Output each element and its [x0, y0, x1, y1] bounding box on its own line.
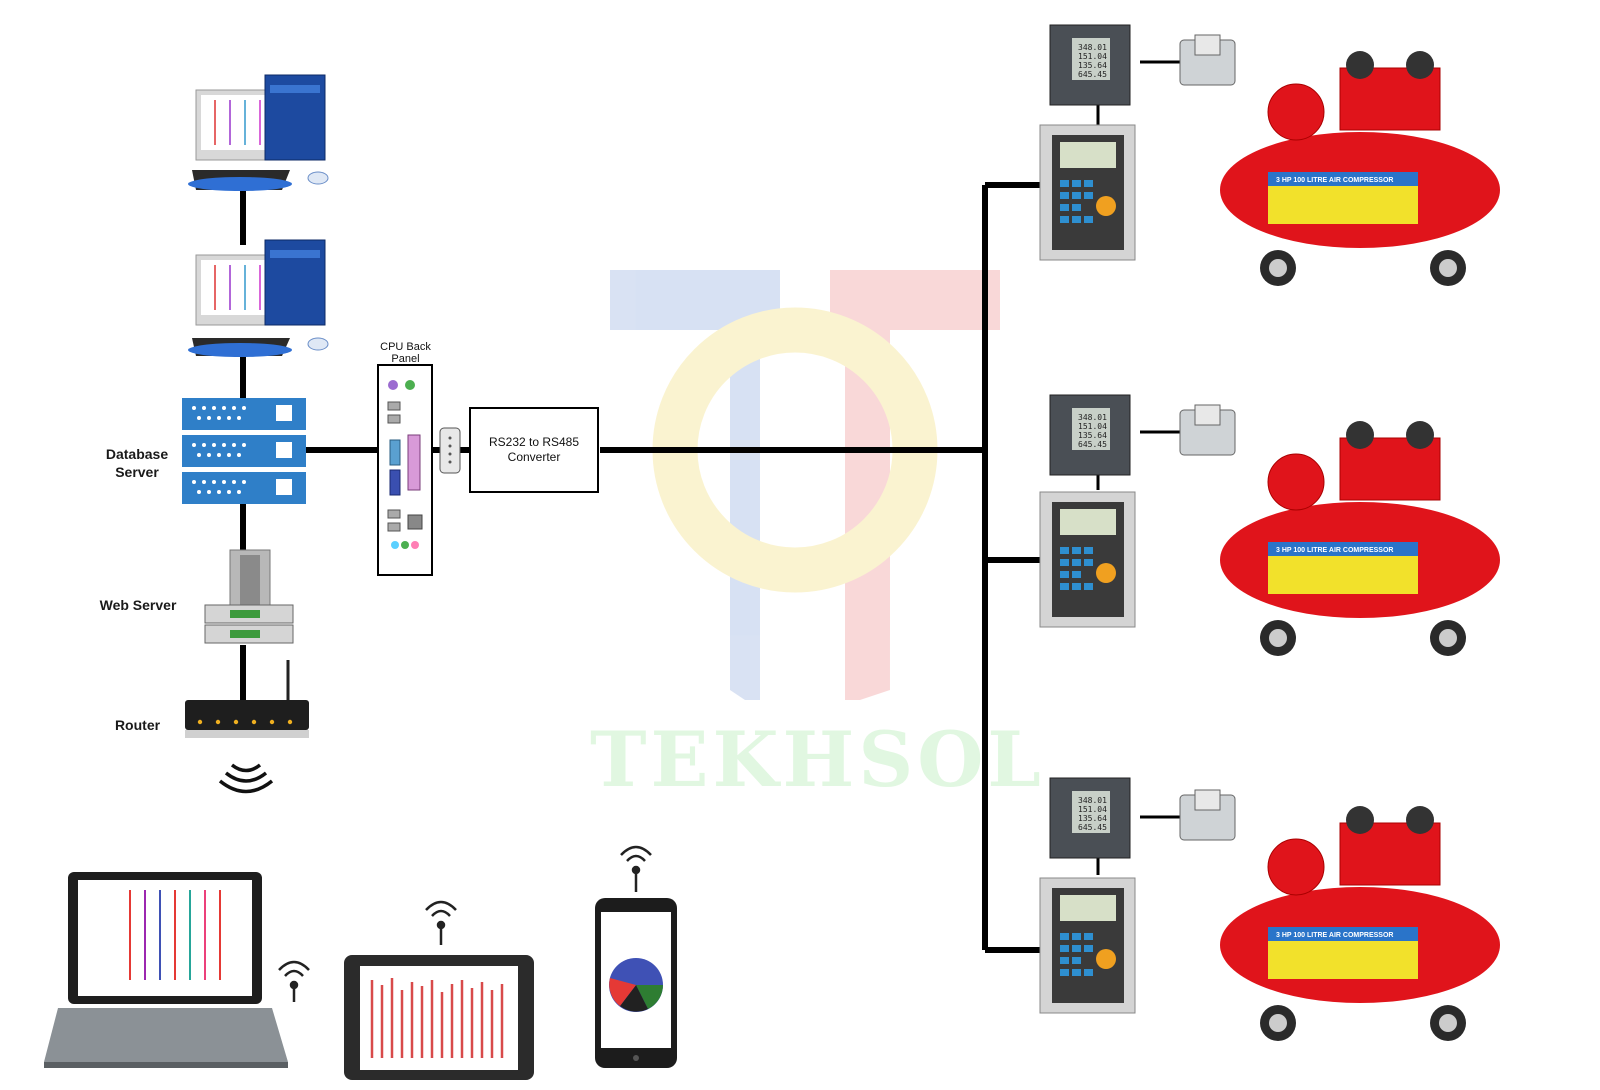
database-server-label: Database Server: [105, 446, 169, 480]
web-server-label: Web Server: [99, 597, 177, 613]
watermark-logo: [610, 270, 1000, 700]
meter-reading: 645.45: [1078, 440, 1107, 449]
meter-reading: 348.01: [1078, 796, 1107, 805]
meter-reading: 135.64: [1078, 814, 1107, 823]
compressor-label: 3 HP 100 LITRE AIR COMPRESSOR: [1276, 932, 1393, 939]
station-3: 348.01 151.04 135.64 645.45 3 HP 100 LIT…: [1039, 777, 1500, 1041]
cpu-back-panel-icon: [377, 364, 433, 576]
compressor-label: 3 HP 100 LITRE AIR COMPRESSOR: [1276, 177, 1393, 184]
meter-reading: 135.64: [1078, 61, 1107, 70]
meter-reading: 151.04: [1078, 422, 1107, 431]
meter-reading: 348.01: [1078, 43, 1107, 52]
converter-box: [469, 407, 599, 493]
wifi-signal-icon: [425, 900, 457, 945]
wifi-signal-icon: [620, 845, 652, 892]
meter-reading: 645.45: [1078, 70, 1107, 79]
station-2: 348.01 151.04 135.64 645.45 3 HP 100 LIT…: [1039, 394, 1500, 656]
workstation-2: [188, 239, 329, 357]
station-1: 348.01 151.04 135.64 645.45 3 HP 100 LIT…: [1039, 24, 1500, 286]
router-icon: [185, 660, 309, 738]
watermark-text: TEKHSOL: [590, 715, 1045, 804]
meter-reading: 151.04: [1078, 52, 1107, 61]
router-label: Router: [114, 717, 161, 733]
meter-reading: 151.04: [1078, 805, 1107, 814]
web-server-icon: [204, 549, 294, 644]
cpu-back-panel-label: CPU Back Panel: [380, 341, 431, 365]
wifi-signal-icon: [278, 960, 310, 1002]
meter-reading: 348.01: [1078, 413, 1107, 422]
compressor-label: 3 HP 100 LITRE AIR COMPRESSOR: [1276, 547, 1393, 554]
serial-connector-icon: [439, 427, 461, 474]
laptop-icon: [44, 872, 288, 1068]
tablet-icon: [344, 955, 534, 1080]
database-server-icon: [182, 398, 306, 504]
converter-label-line1: RS232 to RS485: [489, 435, 579, 449]
wifi-signal-icon: [218, 763, 274, 794]
phone-icon: [595, 898, 677, 1068]
meter-reading: 645.45: [1078, 823, 1107, 832]
converter-label-line2: Converter: [508, 450, 561, 464]
workstation-1: [188, 74, 329, 191]
meter-reading: 135.64: [1078, 431, 1107, 440]
